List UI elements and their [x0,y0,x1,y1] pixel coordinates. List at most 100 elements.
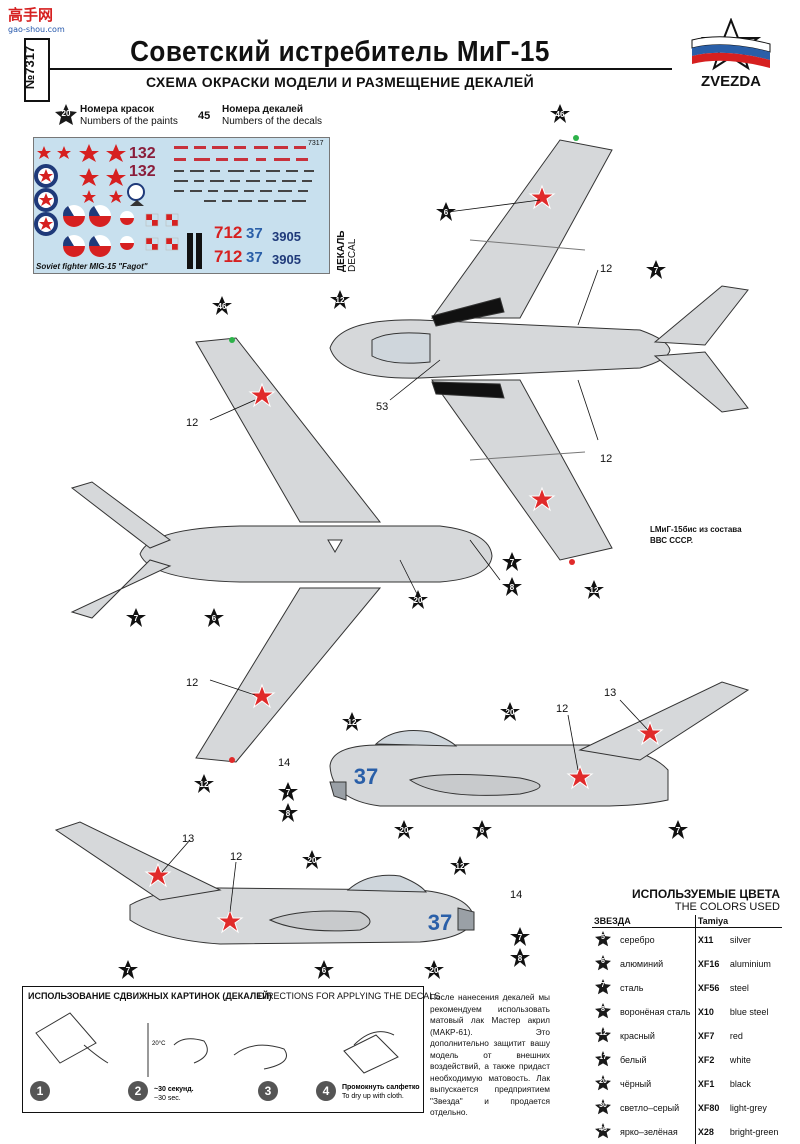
tamiya-code: XF56 [694,976,728,1000]
color-name-ru: белый [620,1055,647,1065]
color-name-en: steel [729,983,749,993]
tamiya-code: X10 [694,1000,728,1024]
svg-text:7: 7 [654,266,659,275]
svg-text:37: 37 [246,249,263,266]
svg-text:7: 7 [518,933,523,942]
color-name-en: bright-green [729,1127,779,1137]
paint-number-badge: 30 [592,1096,618,1120]
brand-name: ZVEZDA [701,73,761,90]
svg-text:12: 12 [556,703,568,715]
svg-text:8: 8 [510,583,515,592]
side-view-left [54,821,475,945]
svg-text:14: 14 [510,889,522,901]
color-name-ru: красный [620,1031,655,1041]
paint-number-badge: 46 [592,1120,618,1144]
paint-number-badge: 8 [592,1000,618,1024]
decal-sheet: 132 132 712 712 37 37 3905 3905 [33,137,330,274]
svg-text:12: 12 [336,296,345,305]
svg-text:7: 7 [676,826,681,835]
colors-col-zvezda: ЗВЕЗДА [592,915,696,928]
svg-text:132: 132 [129,163,156,180]
color-name-ru: ярко–зелёная [620,1127,678,1137]
color-name-ru: воронёная сталь [620,1007,691,1017]
color-name-ru: алюминий [620,959,664,969]
tamiya-code: XF7 [694,1024,728,1048]
svg-text:3905: 3905 [272,252,301,267]
watermark-url: gao-shou.com [8,25,65,34]
svg-text:To dry up with cloth.: To dry up with cloth. [342,1093,404,1100]
svg-text:12: 12 [456,862,465,871]
tamiya-code: XF2 [694,1048,728,1072]
side-number-right: 37 [354,764,378,789]
svg-text:20: 20 [430,966,439,975]
svg-text:20: 20 [506,708,515,717]
legend-decal-en: Numbers of the decals [222,116,323,127]
paint-number-badge: 20 [55,104,77,126]
svg-text:3905: 3905 [272,229,301,244]
color-name-en: black [729,1079,751,1089]
aircraft-variant-line2: ВВС СССР. [650,536,693,545]
svg-text:6: 6 [480,826,485,835]
tamiya-code: XF1 [694,1072,728,1096]
paint-number-badge: 7 [592,976,618,1000]
svg-text:12: 12 [590,586,599,595]
svg-text:6: 6 [444,208,449,217]
color-name-en: silver [729,935,751,945]
colors-subtitle: THE COLORS USED [674,901,780,913]
catalog-strip: №7317 [22,38,50,102]
svg-text:13: 13 [182,833,194,845]
legend-paint-ru: Номера красок [80,104,154,115]
svg-text:12: 12 [600,263,612,275]
color-name-ru: серебро [620,935,655,945]
svg-text:12: 12 [186,677,198,689]
paint-number-badge: 20 [592,1072,618,1096]
decal-steps-illustration: 20°C 1 2 3 4 ~30 секунд. ~30 sec. Промок… [30,1012,420,1102]
decal-instructions-title-en: DIRECTIONS FOR APPLYING THE DECALS [258,991,441,1001]
svg-text:8: 8 [518,954,523,963]
svg-text:7: 7 [510,558,515,567]
aircraft-variant-line1: LМиГ-15бис из состава [650,525,742,534]
svg-text:6: 6 [212,614,217,623]
svg-text:46: 46 [218,302,227,311]
svg-text:2: 2 [135,1084,142,1098]
color-name-en: blue steel [729,1007,769,1017]
tamiya-code: X11 [694,927,728,952]
paint-number-badge: 6 [592,952,618,976]
legend-decal: Номера декалей Numbers of the decals [222,104,322,128]
decal-instructions-title-ru: ИСПОЛЬЗОВАНИЕ СДВИЖНЫХ КАРТИНОК (ДЕКАЛЕЙ… [28,991,272,1001]
svg-text:7: 7 [126,966,131,975]
legend-decal-ru: Номера декалей [222,104,304,115]
svg-text:132: 132 [129,145,156,162]
title-divider [48,68,672,70]
svg-text:37: 37 [246,225,263,242]
svg-text:12: 12 [200,780,209,789]
color-name-ru: светло–серый [620,1103,680,1113]
svg-text:6: 6 [322,966,327,975]
tamiya-code: X28 [694,1120,728,1144]
svg-text:12: 12 [186,417,198,429]
svg-text:8: 8 [286,809,291,818]
svg-text:20: 20 [400,826,409,835]
svg-text:12: 12 [230,851,242,863]
svg-text:~30 секунд.: ~30 секунд. [154,1086,194,1093]
zvezda-logo: ZVEZDA [684,17,778,92]
page-subtitle: СХЕМА ОКРАСКИ МОДЕЛИ И РАЗМЕЩЕНИЕ ДЕКАЛЕ… [146,74,534,90]
svg-text:7: 7 [134,614,139,623]
paint-number-badge: 17 [592,1048,618,1072]
svg-text:20°C: 20°C [152,1041,166,1047]
color-name-ru: чёрный [620,1079,652,1089]
color-name-en: white [729,1055,751,1065]
colors-title: ИСПОЛЬЗУЕМЫЕ ЦВЕТА [632,887,780,901]
svg-text:13: 13 [604,687,616,699]
svg-text:4: 4 [323,1084,330,1098]
svg-text:712: 712 [214,247,242,266]
svg-text:3: 3 [265,1084,272,1098]
